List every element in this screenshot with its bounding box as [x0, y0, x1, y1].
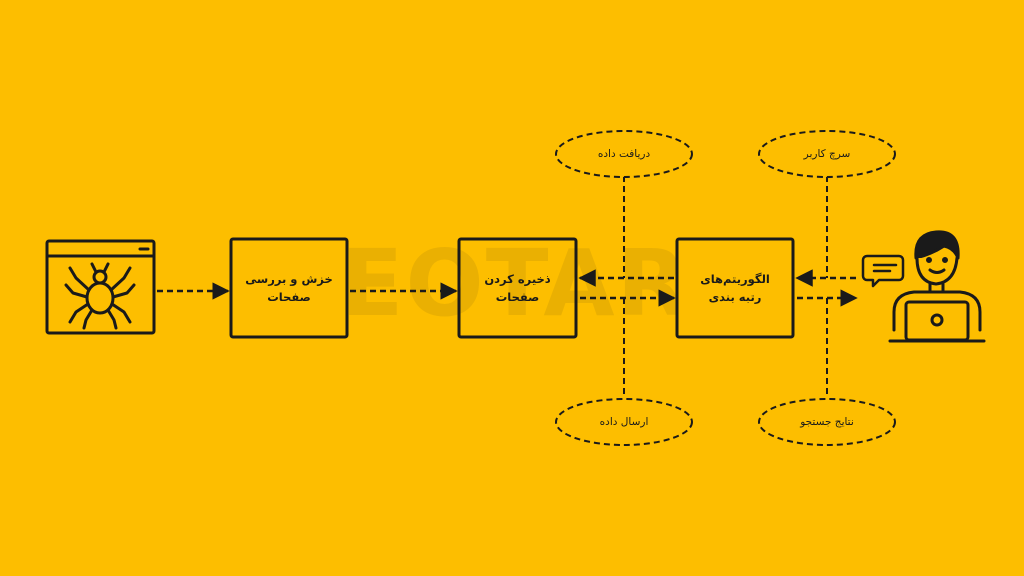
crawl-line2: صفحات	[267, 290, 311, 304]
rank-box	[675, 237, 795, 339]
store-box-label: ذخیره کردن صفحات	[459, 239, 576, 337]
rank-line2: رتبه بندی	[708, 290, 762, 304]
chat-bubble-icon	[861, 254, 905, 288]
user-search-ellipse	[758, 130, 896, 178]
spider-icon	[45, 239, 156, 335]
receive-data-label: دریافت داده	[597, 148, 651, 160]
rank-line1: الگوریتم‌های	[700, 272, 770, 286]
send-data-label: ارسال داده	[599, 416, 649, 428]
crawl-box-label: خزش و بررسی صفحات	[231, 239, 347, 337]
send-data-ellipse	[555, 398, 693, 446]
store-line2: صفحات	[495, 290, 540, 304]
rank-box-label: الگوریتم‌های رتبه بندی	[677, 239, 793, 337]
user-laptop-icon	[888, 230, 986, 343]
user-search-label: سرچ کاربر	[803, 148, 851, 160]
store-box	[457, 237, 578, 339]
receive-data-ellipse	[555, 130, 693, 178]
crawl-box	[229, 237, 349, 339]
store-line1: ذخیره کردن	[484, 272, 551, 286]
results-label: نتایج جستجو	[800, 416, 854, 428]
results-ellipse	[758, 398, 896, 446]
crawl-line1: خزش و بررسی	[245, 272, 333, 286]
